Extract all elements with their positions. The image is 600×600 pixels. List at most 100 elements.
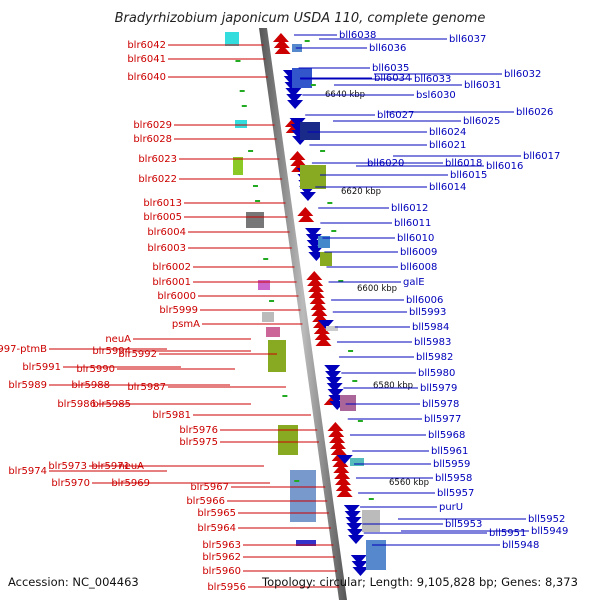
gene-label-reverse: bll6011 (394, 218, 431, 229)
gene-label-reverse: bll6020 (367, 158, 404, 169)
gene-tick (310, 84, 316, 86)
gene-feature (326, 326, 338, 331)
scale-label: 6620 kbp (341, 187, 381, 197)
gene-label-reverse: bll5951 (489, 528, 526, 539)
gene-feature (318, 236, 330, 248)
gene-arrow (335, 482, 352, 491)
gene-label-forward: blr5985 (92, 399, 131, 410)
gene-arrow (313, 325, 330, 334)
gene-label-forward: blr5976 (179, 425, 218, 436)
gene-label-forward: blr5965 (197, 508, 236, 519)
gene-arrow (347, 535, 364, 544)
gene-label-forward: blr5962 (202, 552, 241, 563)
gene-feature (246, 212, 264, 228)
gene-label-reverse: bll5993 (409, 307, 446, 318)
gene-label-forward: blr5974 (8, 466, 47, 477)
gene-label-reverse: bll5959 (433, 459, 470, 470)
gene-arrow (312, 313, 329, 322)
gene-label-forward: blr5997-ptmB (0, 344, 47, 355)
gene-arrow (336, 488, 353, 497)
gene-label-forward: blr6003 (147, 243, 186, 254)
gene-label-forward: blr6042 (127, 40, 166, 51)
gene-arrow (345, 517, 362, 526)
gene-label-forward: blr6004 (147, 227, 186, 238)
gene-feature (296, 540, 316, 546)
gene-tick (357, 420, 363, 422)
gene-arrow (308, 289, 325, 298)
gene-tick (348, 350, 354, 352)
gene-label-forward: blr6022 (138, 174, 177, 185)
gene-label-forward: blr5973 (48, 461, 87, 472)
gene-feature (290, 470, 316, 522)
gene-arrow (347, 529, 364, 538)
gene-arrow (333, 464, 350, 473)
gene-tick (352, 380, 358, 382)
gene-label-reverse: bll6017 (523, 151, 560, 162)
gene-arrow (315, 337, 332, 346)
gene-arrow (305, 234, 322, 243)
gene-arrow (350, 555, 367, 564)
gene-tick (368, 498, 374, 500)
gene-tick (331, 230, 337, 232)
gene-tick (282, 395, 288, 397)
gene-label-reverse: bll5948 (502, 540, 539, 551)
gene-label-forward: blr6000 (157, 291, 196, 302)
gene-tick (327, 202, 333, 204)
gene-label-reverse: bll6036 (369, 43, 406, 54)
gene-tick (294, 480, 300, 482)
chromosome-backbone (259, 28, 347, 600)
gene-label-reverse: bll6006 (406, 295, 443, 306)
gene-arrow (329, 434, 346, 443)
gene-label-reverse: bll6027 (377, 110, 414, 121)
gene-label-forward: blr5986 (57, 399, 96, 410)
gene-label-reverse: bll6014 (429, 182, 466, 193)
gene-tick (338, 280, 344, 282)
gene-feature (350, 458, 364, 466)
gene-label-reverse: bll6025 (463, 116, 500, 127)
gene-label-reverse: bll5957 (437, 488, 474, 499)
gene-tick (255, 200, 261, 202)
gene-arrow (317, 320, 334, 329)
gene-label-reverse: bll5952 (528, 514, 565, 525)
gene-arrow (334, 470, 351, 479)
gene-feature (258, 280, 270, 290)
gene-label-forward: blr5963 (202, 540, 241, 551)
gene-arrow (289, 118, 306, 127)
gene-tick (263, 258, 269, 260)
gene-arrow (287, 100, 304, 109)
gene-feature (235, 120, 247, 128)
gene-label-forward: blr5960 (202, 566, 241, 577)
gene-label-forward: blr5988 (71, 380, 110, 391)
gene-arrow (343, 505, 360, 514)
gene-label-reverse: bll6031 (464, 80, 501, 91)
left-gene-labels: blr6042blr6041blr6040blr6029blr6028blr60… (0, 40, 246, 593)
gene-arrow (336, 455, 353, 464)
gene-label-forward: blr5969 (111, 478, 150, 489)
gene-arrow (351, 561, 368, 570)
topology-text: Topology: circular; Length: 9,105,828 bp… (261, 575, 578, 589)
gene-arrow (327, 389, 344, 398)
gene-feature (233, 157, 243, 175)
gene-arrow (325, 377, 342, 386)
gene-label-forward: blr6040 (127, 72, 166, 83)
gene-arrow (305, 228, 321, 237)
gene-label-forward: blr6005 (143, 212, 182, 223)
gene-label-forward: blr6023 (138, 154, 177, 165)
gene-feature (225, 32, 239, 46)
gene-label-forward: blr5956 (207, 582, 246, 593)
gene-feature (320, 252, 332, 266)
gene-arrow (273, 39, 290, 48)
gene-label-reverse: bll6016 (486, 161, 523, 172)
gene-label-reverse: bsl6030 (416, 90, 456, 101)
gene-arrow (298, 213, 315, 222)
gene-label-reverse: galE (403, 277, 425, 288)
gene-label-forward: blr5987 (127, 382, 166, 393)
gene-label-reverse: bll5978 (422, 399, 459, 410)
gene-label-reverse: bll5982 (416, 352, 453, 363)
gene-label-forward: neuA (105, 334, 131, 345)
gene-label-forward: blr6029 (133, 120, 172, 131)
gene-feature (362, 510, 380, 532)
gene-label-reverse: bll6035 (372, 63, 409, 74)
gene-feature (300, 165, 326, 189)
gene-arrow (307, 246, 324, 255)
